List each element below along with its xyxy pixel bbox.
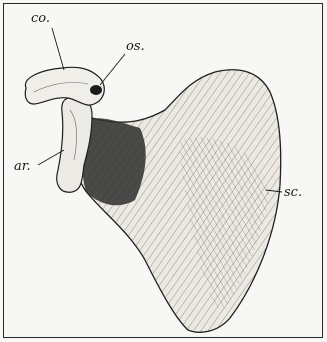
ossification-center [90,85,102,95]
leader-os [100,54,125,85]
label-coracoid: co. [31,12,50,25]
label-articular: ar. [14,160,31,173]
leader-co [52,28,64,70]
label-scapula: sc. [284,186,302,199]
label-ossification: os. [126,40,145,53]
